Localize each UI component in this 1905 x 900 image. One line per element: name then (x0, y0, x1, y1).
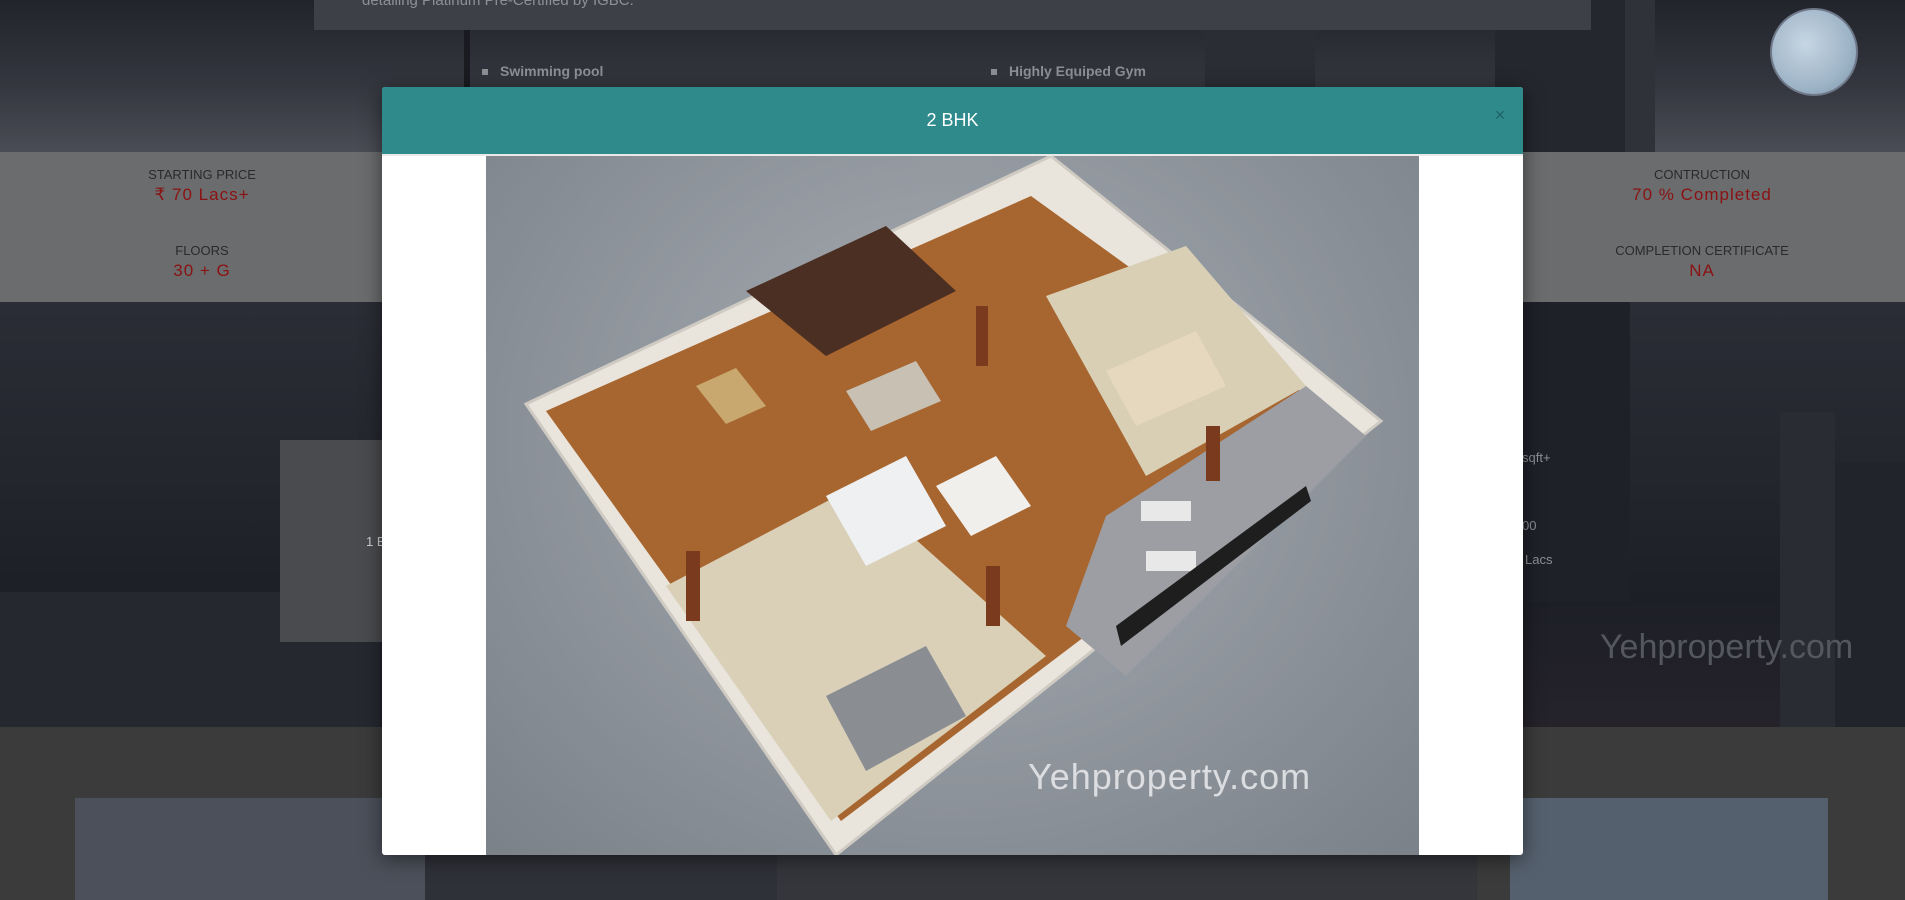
modal-title: 2 BHK (926, 110, 979, 130)
description-card: detailing Platinum Pre-Certified by IGBC… (314, 0, 1591, 30)
watermark-text: Yehproperty.com (1600, 628, 1854, 666)
location-map-thumbnail[interactable] (1770, 8, 1858, 96)
modal-header: 2 BHK × (382, 87, 1523, 156)
bed (1106, 331, 1226, 426)
gallery-image[interactable] (777, 852, 1477, 900)
bedroom-carpet (666, 486, 1046, 821)
door (1206, 426, 1220, 481)
amenity-item: Swimming pool (482, 63, 603, 79)
side-detail-text: 00 (1522, 518, 1537, 533)
floorplan-image: Yehproperty.com (486, 156, 1419, 855)
tower-silhouette (1520, 302, 1630, 602)
bathtub (826, 456, 946, 566)
stat-floors: FLOORS 30 + G (52, 243, 352, 281)
tower-silhouette (1835, 462, 1905, 727)
stat-label: STARTING PRICE (148, 167, 256, 182)
stat-completion-certificate: COMPLETION CERTIFICATE NA (1552, 243, 1852, 281)
stat-label: COMPLETION CERTIFICATE (1615, 243, 1789, 258)
side-detail-text: Lacs (1525, 552, 1553, 567)
dining-table (696, 368, 766, 424)
bed (826, 646, 966, 771)
stat-value: NA (1689, 261, 1715, 280)
description-text: detailing Platinum Pre-Certified by IGBC… (362, 0, 634, 9)
door (976, 306, 988, 366)
balcony-floor (1066, 386, 1366, 676)
stat-construction: CONTRUCTION 70 % Completed (1552, 167, 1852, 205)
floorplan-modal: 2 BHK × (382, 87, 1523, 855)
gallery-image[interactable] (75, 798, 425, 900)
floorplan-thumb-label: 1 B (366, 534, 386, 549)
kitchen-counter (746, 226, 956, 356)
lounge-chair (1141, 501, 1191, 521)
image-watermark: Yehproperty.com (1028, 756, 1312, 797)
floorplan-thumbnail[interactable] (280, 440, 385, 642)
hero-banner: detailing Platinum Pre-Certified by IGBC… (0, 0, 1905, 152)
floorplan-3d-illustration (523, 156, 1384, 855)
close-icon[interactable]: × (1494, 105, 1506, 125)
stat-value: ₹ 70 Lacs+ (154, 185, 250, 204)
amenity-item: Highly Equiped Gym (991, 63, 1146, 79)
balcony-railing (1116, 486, 1311, 646)
sofa (936, 456, 1031, 536)
kitchen-island (846, 361, 941, 431)
stat-starting-price: STARTING PRICE ₹ 70 Lacs+ (52, 167, 352, 205)
side-detail-text: sqft+ (1522, 450, 1551, 465)
gallery-image[interactable] (1510, 798, 1828, 900)
gallery-image[interactable] (425, 852, 777, 900)
stat-value: 30 + G (173, 261, 231, 280)
lounge-chair (1146, 551, 1196, 571)
tower-silhouette (1780, 412, 1835, 727)
stat-label: CONTRUCTION (1653, 167, 1751, 182)
stat-label: FLOORS (175, 243, 229, 258)
stat-value: 70 % Completed (1632, 185, 1772, 204)
door (986, 566, 1000, 626)
tower-silhouette (1625, 0, 1655, 152)
door (686, 551, 700, 621)
antenna (464, 20, 470, 90)
